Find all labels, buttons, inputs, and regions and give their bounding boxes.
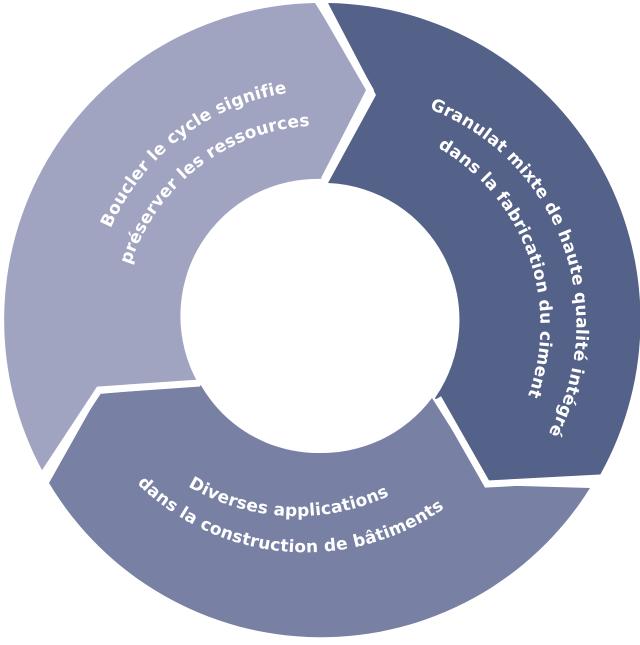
cycle-segment-granulat [328, 3, 640, 482]
cycle-separator [40, 0, 601, 488]
cycle-segment-ressources [4, 3, 370, 472]
cycle-segment-construction [49, 385, 590, 638]
cycle-center-hole [183, 183, 453, 453]
